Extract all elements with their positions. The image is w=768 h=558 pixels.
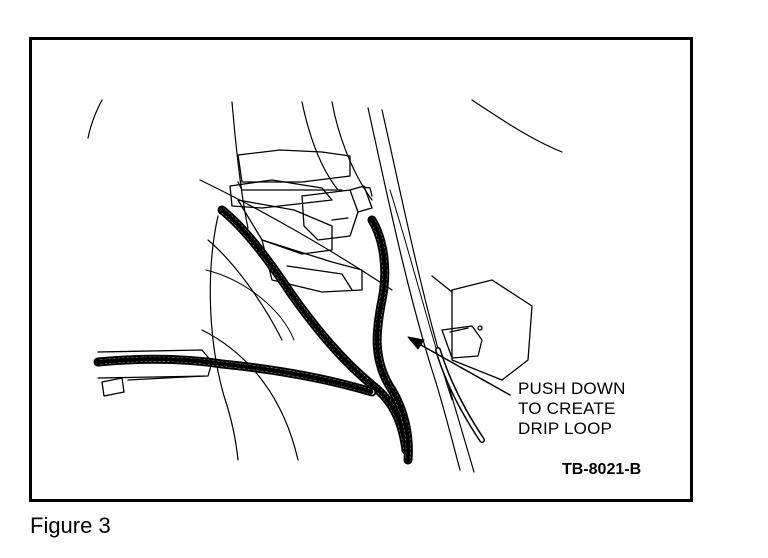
upper-left-sweep-line [87,99,103,139]
wheel-arc-inner [205,269,295,341]
left-bracket [97,349,213,397]
figure-frame: PUSH DOWN TO CREATE DRIP LOOP TB-8021-B [29,37,693,502]
upper-connector-plug [301,185,373,241]
figure-caption: Figure 3 [30,513,111,538]
callout-line-1: PUSH DOWN [518,379,626,398]
pillar-left-edge [231,101,249,229]
callout-line-2: TO CREATE [518,399,616,418]
pillar-edge-3 [331,101,373,201]
callout-leader-line [411,339,511,396]
callout-text: PUSH DOWN TO CREATE DRIP LOOP [518,379,626,439]
wide-panel-arc [199,179,393,291]
line-drawing [87,99,563,473]
harness-main-texture [219,207,409,453]
connector-block-stack [229,149,363,293]
upper-right-arc-line [471,99,563,153]
callout-arrowhead [407,336,425,350]
lower-left-arc [207,239,283,341]
long-vertical-rail-2 [381,109,475,473]
wheel-arc-outer [201,329,299,461]
long-vertical-rail-1 [367,107,461,471]
left-frame-line [209,215,239,461]
pillar-edge-2 [301,101,339,191]
figure-reference-code: TB-8021-B [562,461,642,478]
right-connector-box [431,275,533,381]
callout-line-3: DRIP LOOP [518,419,613,438]
